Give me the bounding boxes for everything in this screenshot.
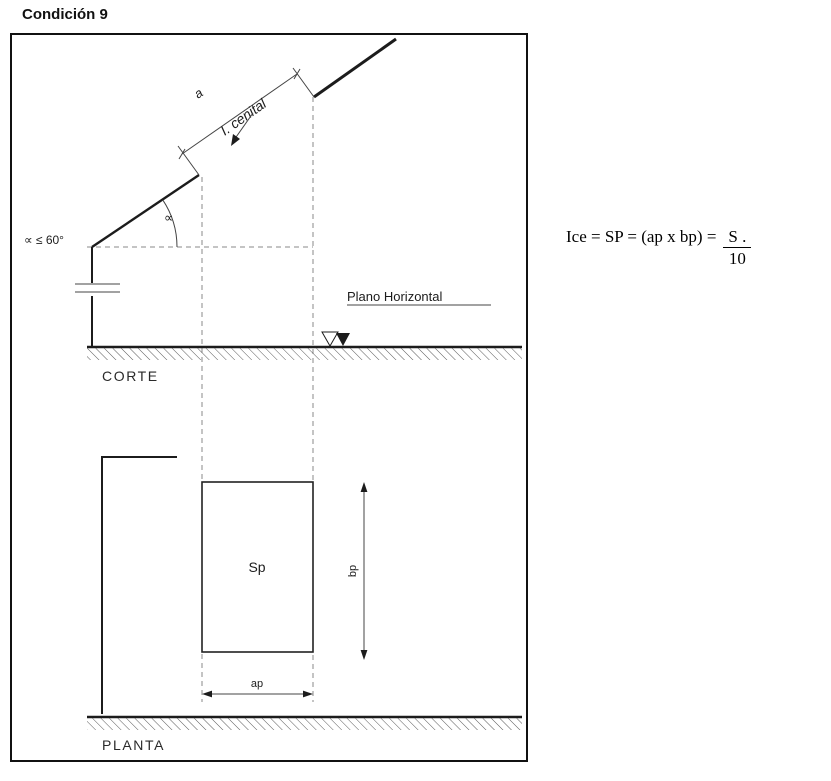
sp-label: Sp [248, 559, 265, 575]
level-marker-outline [321, 331, 339, 348]
dim-bp: bp [347, 482, 368, 660]
ground-level-marker-icon [321, 331, 350, 348]
angle-arc [162, 199, 178, 248]
cenital-light-label: I. cenital [217, 95, 270, 139]
formula-fraction: S . 10 [723, 226, 752, 269]
roof-line-lower [91, 174, 200, 248]
formula-lhs: Ice = SP = (ap x bp) = [566, 227, 717, 246]
cenital-light-arrow-icon [231, 112, 254, 146]
planta-label: PLANTA [102, 737, 165, 753]
formula-denominator: 10 [728, 249, 746, 269]
dim-a-extension-left [177, 145, 200, 176]
dim-a-label: a [191, 85, 206, 101]
plan-wall-line [101, 456, 177, 714]
formula: Ice = SP = (ap x bp) = S . 10 [566, 226, 752, 269]
cenital-arrow-shaft [233, 112, 254, 141]
corte-label: CORTE [102, 368, 159, 384]
dim-bp-label: bp [347, 565, 359, 577]
dim-ap: ap [202, 678, 313, 698]
plano-horizontal-label: Plano Horizontal [347, 289, 442, 304]
dim-bp-arrow-bottom [360, 650, 368, 660]
dim-ap-arrow-right [303, 690, 313, 698]
dim-a-extension-right [292, 67, 315, 98]
cenital-arrow-head [231, 134, 240, 146]
formula-numerator: S . [723, 226, 752, 249]
technical-diagram: a I. cenital ∝ ∝ ≤ 60° Plano Horizontal [24, 37, 522, 753]
page-title: Condición 9 [22, 6, 108, 23]
corte-ground-hatch [87, 348, 522, 360]
diagram-frame: a I. cenital ∝ ∝ ≤ 60° Plano Horizontal [10, 33, 528, 762]
sp-area-rectangle [201, 481, 314, 653]
angle-symbol: ∝ [164, 210, 173, 225]
dim-a-line [181, 73, 298, 155]
dim-ap-arrow-left [202, 690, 212, 698]
dim-bp-arrow-top [360, 482, 368, 492]
dim-ap-label: ap [251, 678, 263, 690]
angle-max-note: ∝ ≤ 60° [24, 233, 64, 247]
planta-ground-hatch [87, 718, 522, 730]
roof-line-upper [313, 37, 397, 99]
dim-a-tick-right [293, 68, 301, 80]
level-marker-fill [336, 333, 350, 346]
dim-a-tick-left [178, 148, 186, 160]
